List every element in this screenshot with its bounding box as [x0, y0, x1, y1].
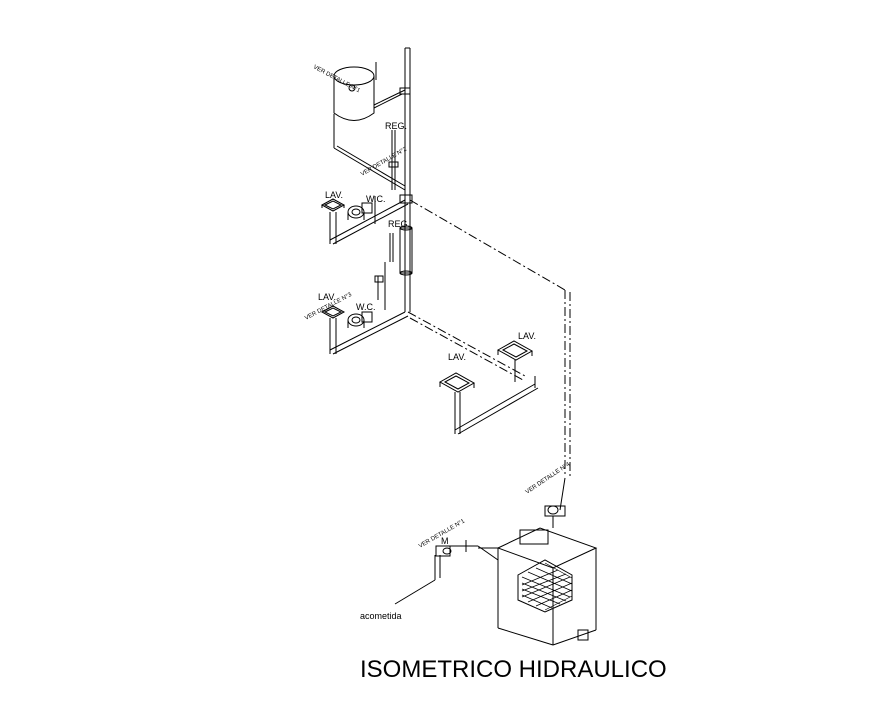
lavatory-3 — [496, 340, 534, 361]
reg-lower-label: REG. — [388, 219, 410, 229]
drawing-title: ISOMETRICO HIDRAULICO — [360, 656, 667, 683]
lav-1-label: LAV. — [325, 190, 343, 200]
lav-4-label: LAV. — [448, 352, 466, 362]
feed-pipe — [409, 199, 571, 511]
ver-detalle-1-label: VER DETALLE N°1 — [312, 64, 361, 94]
ver-detalle-2-label: VER DETALLE N°2 — [360, 146, 409, 178]
cistern — [496, 527, 598, 646]
upper-floor-branch — [329, 196, 409, 245]
reg-upper-label: REG. — [385, 121, 407, 131]
lower-floor-branch — [329, 262, 409, 355]
wc-1-label: W.C. — [366, 194, 386, 204]
valve-reg-upper — [388, 130, 399, 190]
lavatory-2 — [320, 305, 346, 319]
valve-reg-lower — [389, 233, 394, 262]
toilet-2 — [347, 311, 373, 328]
meter-line — [394, 540, 499, 605]
lavatory-4 — [438, 372, 476, 393]
pump — [544, 505, 566, 528]
elevated-tank — [333, 62, 406, 191]
lav-3-label: LAV. — [518, 331, 536, 341]
acometida-label: acometida — [360, 611, 402, 621]
lavatory-1 — [320, 198, 346, 212]
toilet-1 — [347, 202, 373, 220]
meter-label: M — [441, 536, 449, 546]
branch-to-lavatories — [407, 311, 539, 435]
wc-2-label: W.C. — [356, 302, 376, 312]
main-riser — [399, 47, 413, 312]
lav-2-label: LAV. — [318, 292, 336, 302]
